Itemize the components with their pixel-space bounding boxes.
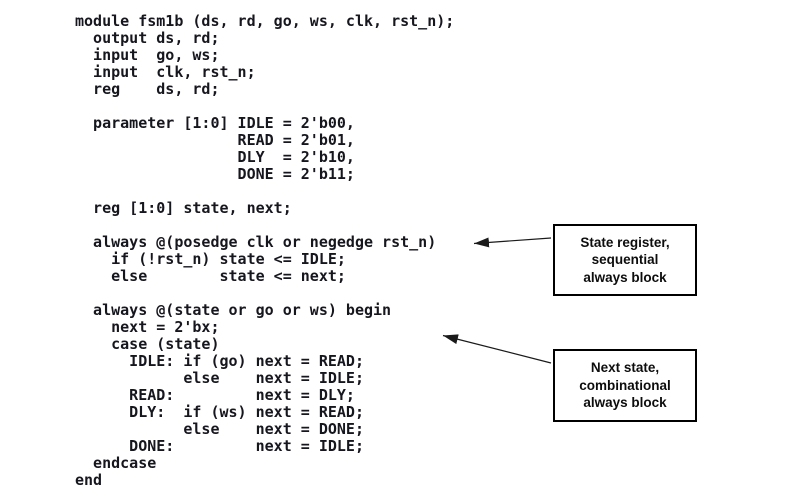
code-line: else next = IDLE; (75, 369, 364, 387)
code-line: DLY = 2'b10, (75, 148, 355, 166)
code-line: DLY: if (ws) next = READ; (75, 403, 364, 421)
code-line: reg [1:0] state, next; (75, 199, 292, 217)
code-line: reg ds, rd; (75, 80, 220, 98)
code-line: parameter [1:0] IDLE = 2'b00, (75, 114, 355, 132)
code-line: output ds, rd; (75, 29, 220, 47)
annotation-line: always block (583, 395, 667, 411)
annotation-line: combinational (579, 377, 671, 393)
code-line (75, 183, 454, 200)
annotation-line: State register, (580, 234, 670, 250)
code-line: else state <= next; (75, 267, 346, 285)
code-line: next = 2'bx; (75, 318, 220, 336)
code-line: endcase (75, 454, 157, 472)
annotation-box-state-register: State register, sequential always block (553, 224, 697, 296)
state-register-arrow-icon (473, 237, 552, 248)
code-line (75, 98, 454, 115)
code-line (75, 217, 454, 234)
code-line: DONE: next = IDLE; (75, 437, 364, 455)
code-line: DONE = 2'b11; (75, 165, 355, 183)
code-line: input go, ws; (75, 46, 220, 64)
code-line: end (75, 471, 103, 488)
code-line: if (!rst_n) state <= IDLE; (75, 250, 346, 268)
code-line: always @(posedge clk or negedge rst_n) (75, 233, 437, 251)
verilog-code-block: module fsm1b (ds, rd, go, ws, clk, rst_n… (75, 13, 454, 488)
code-line (75, 285, 454, 302)
code-line: IDLE: if (go) next = READ; (75, 352, 364, 370)
code-line: always @(state or go or ws) begin (75, 301, 392, 319)
code-line: input clk, rst_n; (75, 63, 256, 81)
code-line: READ = 2'b01, (75, 131, 355, 149)
annotation-line: sequential (591, 252, 659, 268)
annotation-line: always block (583, 269, 667, 285)
code-line: case (state) (75, 335, 220, 353)
code-line: module fsm1b (ds, rd, go, ws, clk, rst_n… (75, 12, 455, 30)
next-state-arrow-icon (442, 334, 552, 364)
annotation-box-next-state: Next state, combinational always block (553, 349, 697, 422)
code-line: else next = DONE; (75, 420, 364, 438)
annotation-line: Next state, (590, 360, 660, 376)
code-line: READ: next = DLY; (75, 386, 355, 404)
